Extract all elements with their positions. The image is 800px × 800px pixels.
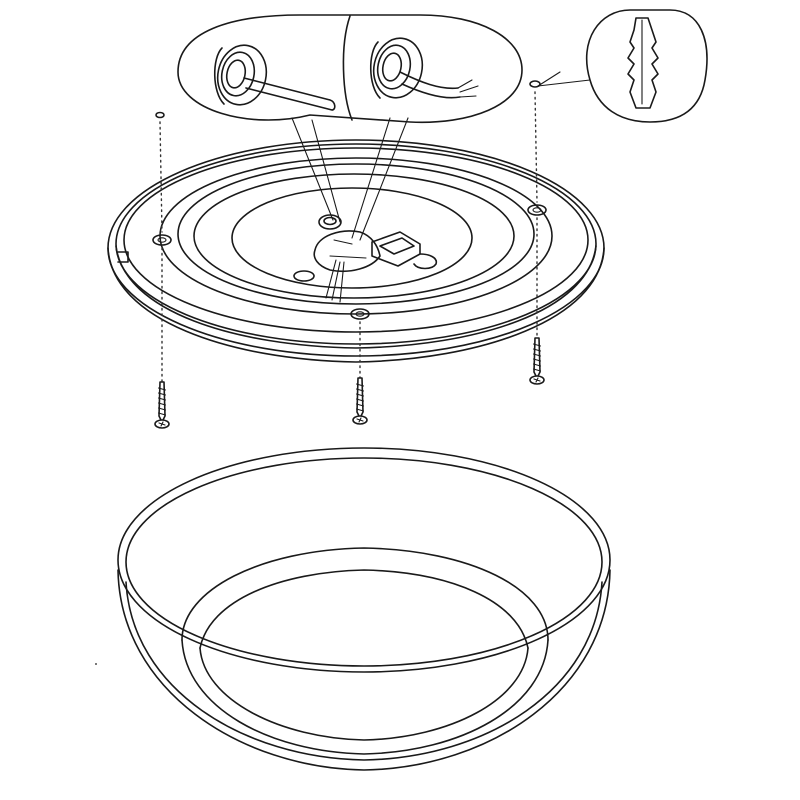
wall-plug-marker-left [155,111,165,119]
detail-bubble-wall-plug [529,9,708,123]
screw-group [154,337,545,429]
leader-line-right [351,117,409,241]
mounting-screw [352,377,368,425]
mounting-base-plate [107,139,605,363]
detail-bubble-grommet [213,44,336,111]
leader-line-left [291,117,341,223]
bubble-divider [342,15,353,121]
mounting-screw [154,381,170,429]
detail-bubble-grommet-wire [369,37,479,99]
screw-hole-front [350,308,370,320]
detail-callout-group [177,14,523,241]
screw-hole-left [152,234,172,246]
mounting-screw [529,337,545,385]
alignment-guides [155,91,538,383]
detail-bubble-outline [177,14,523,124]
screw-hole-right [527,204,547,216]
cover-ring [95,447,611,771]
